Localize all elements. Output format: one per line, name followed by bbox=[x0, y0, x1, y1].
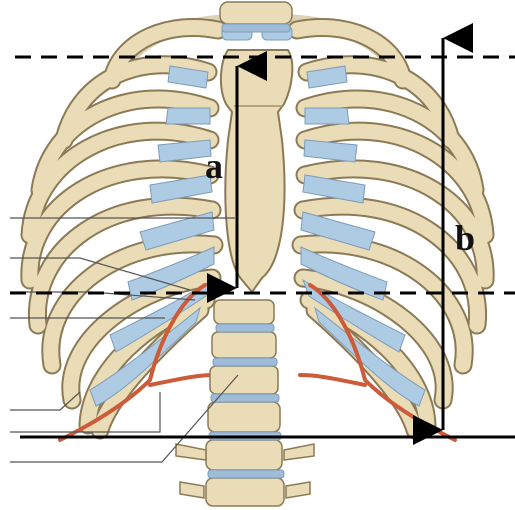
label-a: a bbox=[205, 146, 223, 186]
label-b: b bbox=[455, 218, 475, 258]
